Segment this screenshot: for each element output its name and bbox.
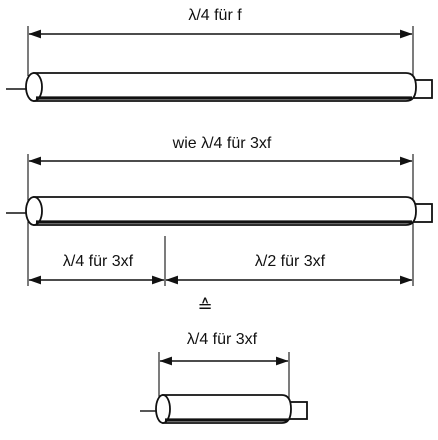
top-coax-cable <box>6 72 433 102</box>
bottom-outer-shield <box>162 394 292 424</box>
middle-coax-cable <box>6 196 433 226</box>
middle-right-label: λ/2 für 3xf <box>255 253 326 270</box>
top-outer-shield <box>33 72 417 102</box>
bottom-dimension-label: λ/4 für 3xf <box>187 331 258 348</box>
middle-section: wie λ/4 für 3xf λ/4 für 3xf λ/2 für 3xf <box>6 135 433 286</box>
bottom-cable-end-face <box>155 394 171 424</box>
top-section: λ/4 für f <box>6 7 433 102</box>
middle-outer-shield <box>33 196 417 226</box>
middle-left-label: λ/4 für 3xf <box>63 253 134 270</box>
top-cable-end-face <box>25 72 43 102</box>
top-dimension-label: λ/4 für f <box>188 7 242 24</box>
middle-cable-end-face <box>25 196 43 226</box>
bottom-coax-cable <box>140 394 308 424</box>
equivalence-symbol: ≙ <box>197 296 212 317</box>
middle-total-label: wie λ/4 für 3xf <box>172 135 272 152</box>
bottom-section: λ/4 für 3xf <box>140 331 308 424</box>
